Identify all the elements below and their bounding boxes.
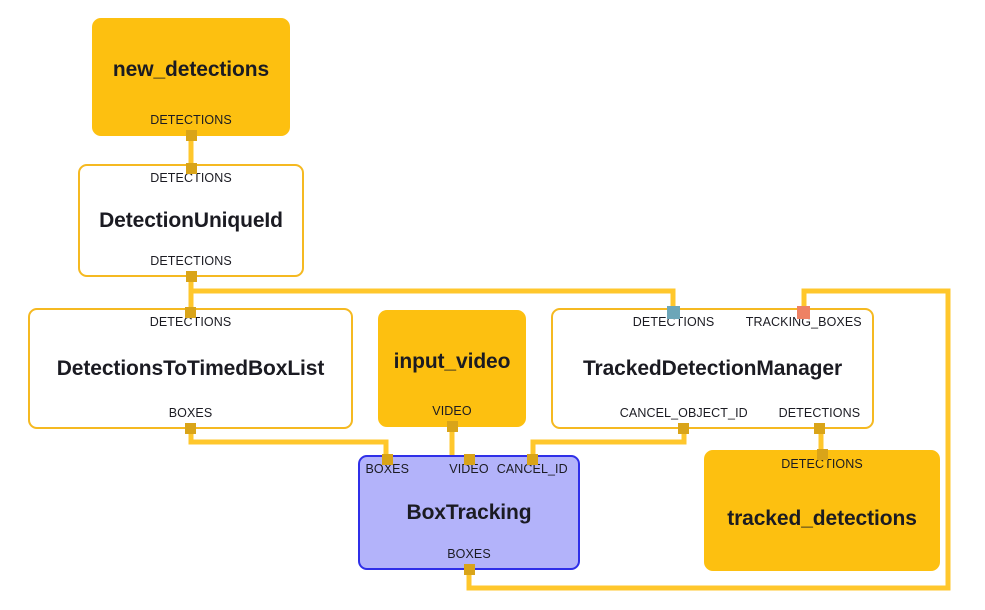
output-port-row: BOXES [360, 546, 578, 575]
output-port-detections[interactable] [185, 129, 197, 141]
node-title-wrap: DetectionsToTimedBoxList [30, 332, 351, 405]
input-port-detections[interactable] [185, 306, 196, 318]
input-port-boxes[interactable] [381, 453, 393, 465]
output-port-row: BOXES [30, 405, 351, 434]
node-title-wrap: TrackedDetectionManager [553, 332, 872, 405]
output-port-row: DETECTIONS [80, 253, 302, 282]
output-port-video[interactable] [446, 420, 458, 432]
node-title: tracked_detections [727, 506, 917, 530]
output-port-detections[interactable] [813, 422, 825, 434]
input-port-label-detections: DETECTIONS [149, 315, 232, 329]
edge[interactable] [188, 429, 389, 455]
input-port-row: DETECTIONS [30, 306, 351, 332]
output-port-row: DETECTIONS [94, 112, 288, 141]
node-title: DetectionUniqueId [99, 209, 283, 232]
output-port-label-video: VIDEO [432, 404, 472, 418]
input-port-row: DETECTIONS [706, 448, 938, 474]
node-title: BoxTracking [406, 501, 532, 524]
node-title-wrap: BoxTracking [360, 479, 578, 546]
node-title: input_video [393, 349, 511, 373]
input-port-video[interactable] [463, 453, 475, 465]
node-title: TrackedDetectionManager [582, 357, 843, 380]
input-port-label-boxes: BOXES [365, 462, 410, 476]
input-port-row: DETECTIONS [80, 162, 302, 188]
edge[interactable] [530, 429, 687, 455]
node-title: new_detections [112, 58, 270, 81]
node-title-wrap: DetectionUniqueId [80, 188, 302, 253]
node-title-wrap: tracked_detections [706, 474, 938, 562]
output-port-label-detections: DETECTIONS [150, 254, 232, 268]
input-port-detections[interactable] [185, 162, 197, 174]
output-port-row: CANCEL_OBJECT_ID DETECTIONS [553, 405, 872, 434]
edge[interactable] [191, 288, 676, 307]
node-tracked_detections[interactable]: DETECTIONS tracked_detections [704, 448, 940, 571]
output-port-label-detections: DETECTIONS [150, 113, 232, 127]
output-port-cancel_object_id[interactable] [678, 422, 690, 434]
input-port-detections[interactable] [667, 305, 681, 319]
output-port-boxes[interactable] [185, 422, 196, 434]
output-port-boxes[interactable] [463, 563, 475, 575]
input-port-cancel_id[interactable] [526, 453, 538, 465]
output-port-label-boxes: BOXES [168, 406, 213, 420]
input-port-detections[interactable] [816, 448, 828, 460]
output-port-label-detections: DETECTIONS [778, 406, 861, 420]
node-title-wrap: input_video [380, 319, 524, 403]
node-title: DetectionsToTimedBoxList [56, 357, 325, 380]
output-port-row: VIDEO [380, 403, 524, 432]
input-port-tracking_boxes[interactable] [797, 305, 811, 319]
input-port-label-detections: DETECTIONS [150, 171, 232, 185]
output-port-detections[interactable] [185, 270, 197, 282]
output-port-label-boxes: BOXES [447, 547, 491, 561]
node-title-wrap: new_detections [94, 27, 288, 112]
output-port-label-cancel_object_id: CANCEL_OBJECT_ID [619, 406, 748, 420]
